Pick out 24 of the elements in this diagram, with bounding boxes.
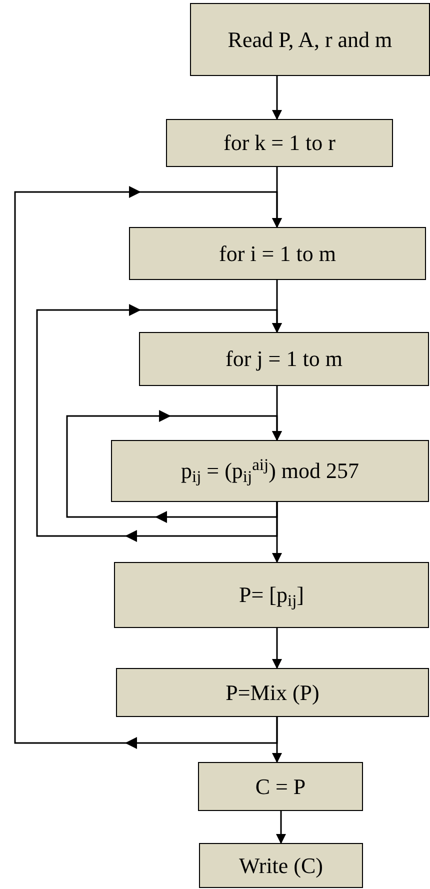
box-label: for j = 1 to m	[226, 345, 342, 373]
process-box	[139, 332, 429, 386]
box-label: Write (C)	[238, 852, 324, 880]
arrow	[276, 811, 286, 844]
arrow	[272, 76, 282, 120]
loop-arrow	[66, 410, 282, 523]
box-label: P= [p$_{ij}$]	[239, 581, 304, 609]
loop-arrow	[36, 304, 282, 542]
arrow	[272, 628, 282, 669]
process-box	[199, 843, 363, 888]
box-label: for k = 1 to r	[224, 129, 336, 157]
process-box	[116, 668, 429, 717]
loop-arrow	[14, 186, 282, 749]
box-label: p$_{ij}$ = (p$_{ij}$$^{aij}$) mod 257	[180, 457, 360, 485]
box-label: Read P, A, r and m	[228, 26, 392, 54]
process-box	[111, 440, 429, 502]
process-box	[198, 762, 363, 811]
process-box	[190, 3, 430, 76]
box-label: C = P	[255, 772, 306, 800]
process-box	[129, 227, 426, 280]
process-box	[114, 562, 429, 628]
process-box	[166, 119, 393, 167]
box-label: P=Mix (P)	[226, 678, 320, 706]
box-label: for i = 1 to m	[219, 240, 336, 268]
